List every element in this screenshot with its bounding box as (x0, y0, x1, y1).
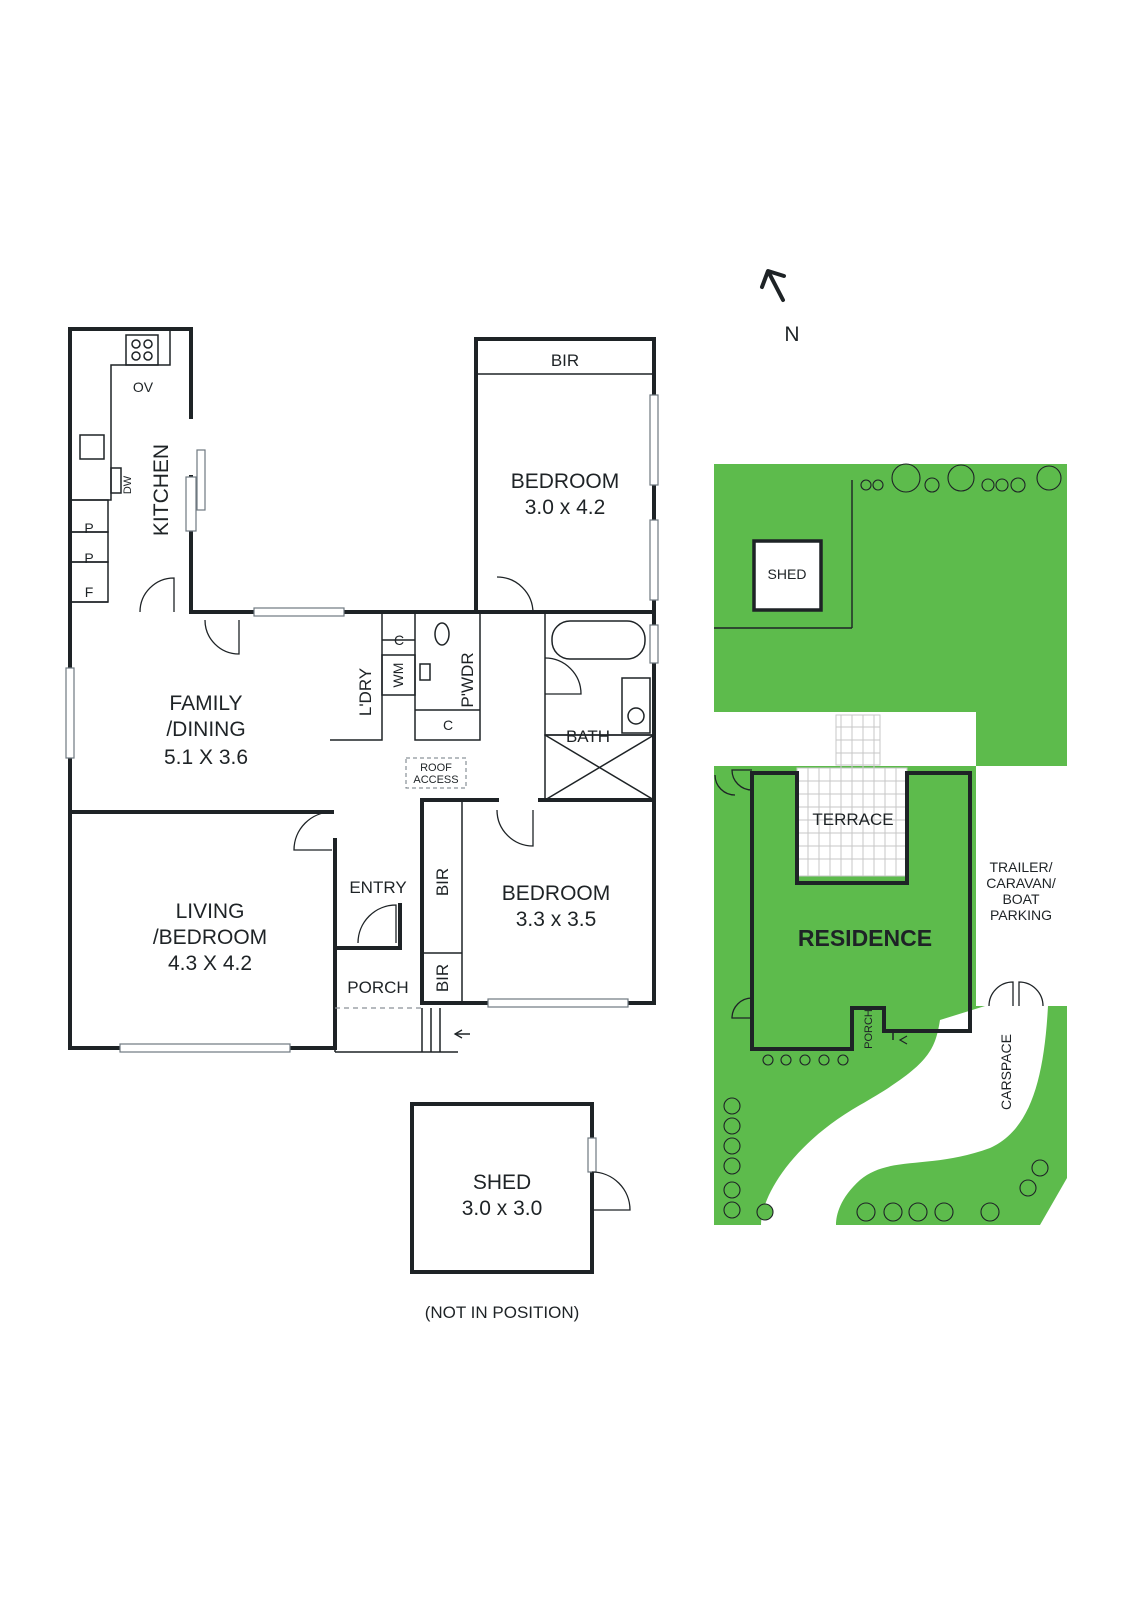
living-bedroom-size: 4.3 X 4.2 (168, 952, 252, 975)
compass-label: N (784, 323, 799, 346)
door-swings (139, 576, 631, 1211)
site-shed-label: SHED (768, 566, 807, 582)
trailer-label-1: TRAILER/ (989, 859, 1052, 875)
residence-outline (750, 771, 972, 1051)
cupboard-label-2: C (443, 717, 453, 733)
living-bedroom-label-1: LIVING (176, 900, 245, 923)
living-bedroom-label-2: /BEDROOM (153, 926, 267, 949)
site-plan (714, 463, 1067, 1225)
shrubs (723, 463, 1062, 1222)
bedroom-2-label: BEDROOM (502, 882, 611, 905)
shed-size: 3.0 x 3.0 (462, 1197, 543, 1220)
porch-label: PORCH (347, 978, 408, 997)
trailer-label-3: BOAT (1002, 891, 1040, 907)
entry-label: ENTRY (349, 878, 406, 897)
fridge-label: F (85, 584, 94, 600)
pantry-label-2: P (84, 550, 93, 566)
residence-label: RESIDENCE (798, 925, 932, 951)
dishwasher-label: DW (122, 475, 134, 494)
oven-label: OV (133, 379, 154, 395)
washing-machine-label: WM (390, 663, 406, 688)
bath-label: BATH (566, 727, 610, 746)
cupboard-label-1: C (394, 632, 404, 648)
site-porch-label: PORCH (863, 1009, 875, 1049)
terrace-pavers (796, 714, 908, 877)
laundry-label: L'DRY (356, 668, 375, 716)
bedroom-2-size: 3.3 x 3.5 (516, 908, 597, 931)
carspace-label: CARSPACE (998, 1034, 1014, 1110)
bedroom-1-label: BEDROOM (511, 470, 620, 493)
family-dining-label-2: /DINING (166, 718, 245, 741)
roof-access-label-2: ACCESS (413, 774, 458, 786)
trailer-label-4: PARKING (990, 907, 1052, 923)
trailer-label-2: CARAVAN/ (986, 875, 1056, 891)
roof-access-label-1: ROOF (420, 762, 452, 774)
shed-note: (NOT IN POSITION) (425, 1303, 580, 1322)
windows (65, 394, 659, 1173)
bedroom-1-size: 3.0 x 4.2 (525, 496, 606, 519)
bedroom-1-bir-label: BIR (551, 351, 579, 370)
family-dining-size: 5.1 X 3.6 (164, 746, 248, 769)
site-shed (752, 539, 823, 612)
family-dining-label-1: FAMILY (169, 692, 242, 715)
bedroom-2-bir-label-2: BIR (433, 964, 452, 992)
north-arrow-icon (760, 269, 786, 302)
powder-label: P'WDR (458, 652, 477, 707)
kitchen-label: KITCHEN (150, 444, 173, 536)
shed-label: SHED (473, 1171, 531, 1194)
bedroom-2-bir-label-1: BIR (433, 868, 452, 896)
pantry-label-1: P (84, 520, 93, 536)
terrace-label: TERRACE (812, 810, 893, 829)
